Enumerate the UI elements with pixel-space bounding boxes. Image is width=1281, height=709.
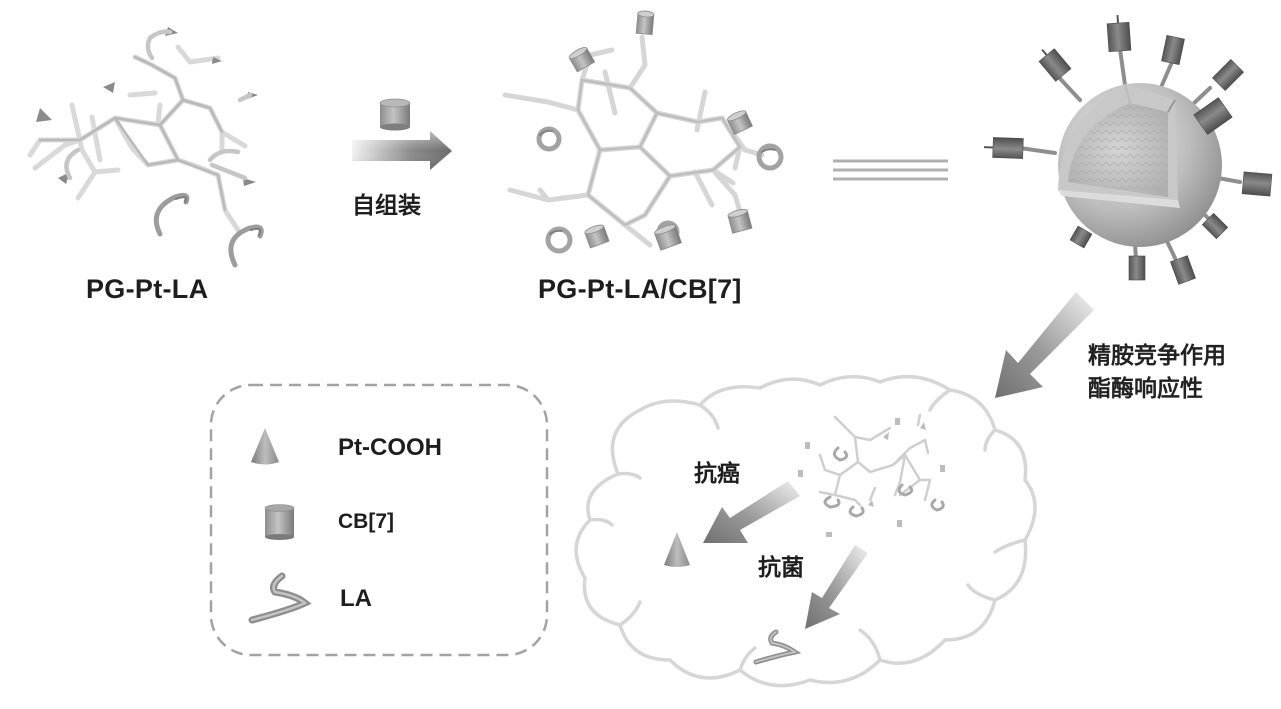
cone-icon (251, 428, 279, 465)
disassembled-fragments (798, 415, 945, 537)
pg-pt-la-label: PG-Pt-LA (86, 274, 208, 305)
cloud-environment (576, 377, 1035, 686)
cylinder-icon (265, 505, 294, 541)
equivalence-symbol (833, 161, 948, 179)
self-assembly-arrow (352, 99, 452, 170)
nanoparticle (984, 14, 1272, 284)
curved-rod-icon (252, 576, 305, 620)
released-cone-icon (664, 532, 690, 567)
trigger-label-line-1: 精胺竞争作用 (1088, 340, 1226, 373)
self-assembly-label: 自组装 (352, 186, 421, 220)
released-la-icon (756, 632, 795, 662)
anticancer-label: 抗癌 (694, 454, 740, 488)
pg-pt-la-molecule (30, 27, 261, 265)
antibacterial-label: 抗菌 (758, 548, 804, 582)
trigger-label: 精胺竞争作用 酯酶响应性 (1088, 340, 1226, 406)
trigger-label-line-2: 酯酶响应性 (1088, 373, 1226, 406)
release-arrow (995, 292, 1094, 398)
legend-label-cb7: CB[7] (338, 510, 394, 534)
pg-pt-la-cb7-label: PG-Pt-LA/CB[7] (538, 274, 742, 305)
legend-label-la: LA (340, 585, 372, 613)
anticancer-arrow (703, 481, 800, 543)
legend-label-pt-cooh: Pt-COOH (338, 434, 442, 462)
cb7-cylinder-icon (380, 99, 410, 131)
pg-pt-la-cb7-molecule (505, 10, 781, 251)
antibacterial-arrow (805, 545, 868, 629)
